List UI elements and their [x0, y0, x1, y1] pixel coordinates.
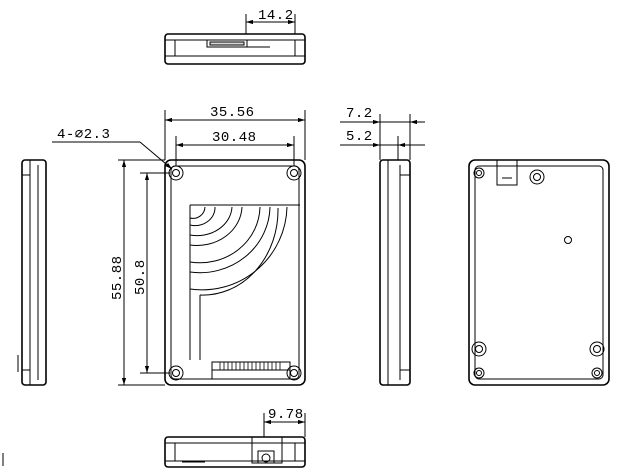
- dim-7-2: 7.2: [346, 106, 373, 122]
- dim-9-78: 9.78: [268, 407, 304, 423]
- connector-front: [211, 361, 291, 380]
- top-view: 14.2: [164, 8, 306, 65]
- hole-callout: 4-∅2.3: [57, 127, 110, 143]
- front-view: 35.56 30.48 4-∅2.3 55.88 50.8: [52, 105, 306, 386]
- dim-5-2: 5.2: [346, 129, 373, 145]
- dim-55-88: 55.88: [110, 255, 126, 300]
- back-hole-top-right: [529, 169, 545, 185]
- back-hole-mid-right: [589, 341, 605, 357]
- back-view: [468, 159, 610, 386]
- dim-14-2: 14.2: [258, 8, 294, 24]
- back-center-dot: [564, 236, 572, 244]
- left-side-view: [17, 159, 47, 386]
- back-hole-mid-left: [471, 341, 487, 357]
- back-hole-top-left: [473, 167, 485, 179]
- right-side-view: 7.2 5.2: [340, 106, 425, 386]
- label-logo-graphic: [189, 204, 300, 360]
- dim-30-48: 30.48: [212, 130, 257, 146]
- back-hole-bottom-left: [473, 367, 485, 379]
- bottom-view: 9.78: [164, 407, 306, 468]
- dim-35-56: 35.56: [210, 105, 255, 121]
- back-hole-bottom-right: [591, 367, 603, 379]
- dim-50-8: 50.8: [133, 259, 149, 295]
